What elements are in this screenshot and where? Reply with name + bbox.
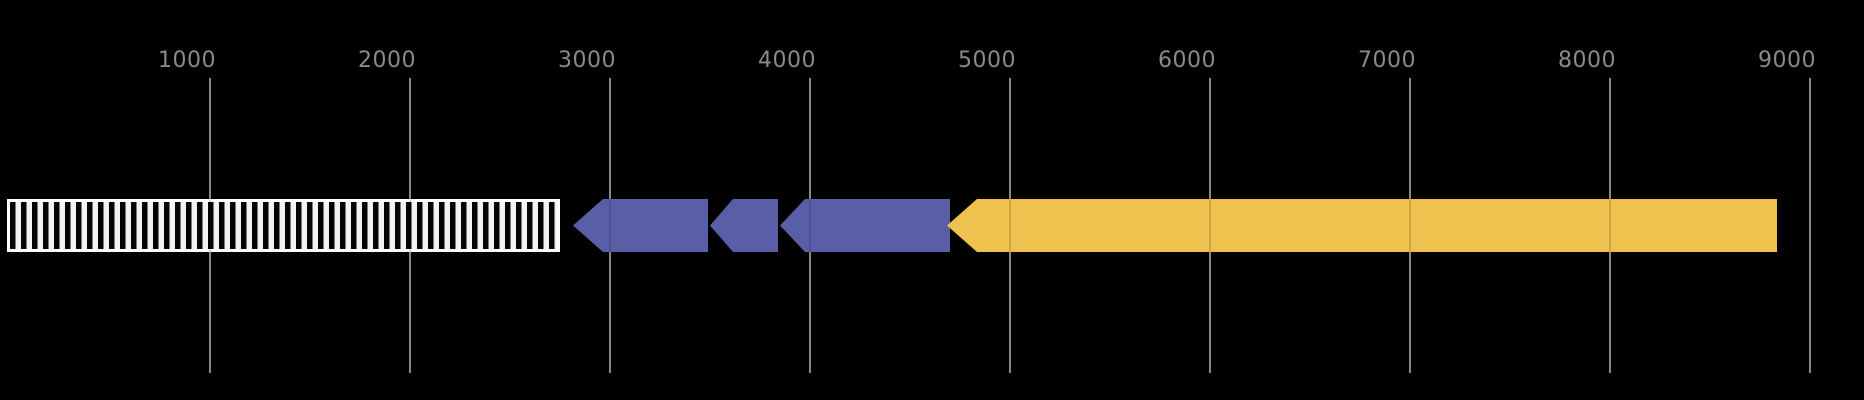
gridline-overlay-4000 [809,199,811,252]
feature-1-hatched-box [7,199,560,252]
gridline-overlay-6000 [1209,199,1211,252]
gridline-overlay-7000 [1409,199,1411,252]
feature-5-arrow [947,199,1777,252]
tick-label-9000: 9000 [1758,48,1816,73]
gridline-overlay-8000 [1609,199,1611,252]
tick-label-6000: 6000 [1158,48,1216,73]
feature-3-arrow [710,199,778,252]
feature-4-arrow [780,199,950,252]
gridline-overlay-3000 [609,199,611,252]
tick-label-7000: 7000 [1358,48,1416,73]
gridline-9000 [1809,78,1811,373]
feature-2-arrow [573,199,708,252]
gridline-overlay-2000 [409,199,411,252]
tick-label-8000: 8000 [1558,48,1616,73]
tick-label-5000: 5000 [958,48,1016,73]
tick-label-3000: 3000 [558,48,616,73]
tick-label-2000: 2000 [358,48,416,73]
gridline-overlay-5000 [1009,199,1011,252]
tick-label-4000: 4000 [758,48,816,73]
tick-label-1000: 1000 [158,48,216,73]
gridline-overlay-1000 [209,199,211,252]
